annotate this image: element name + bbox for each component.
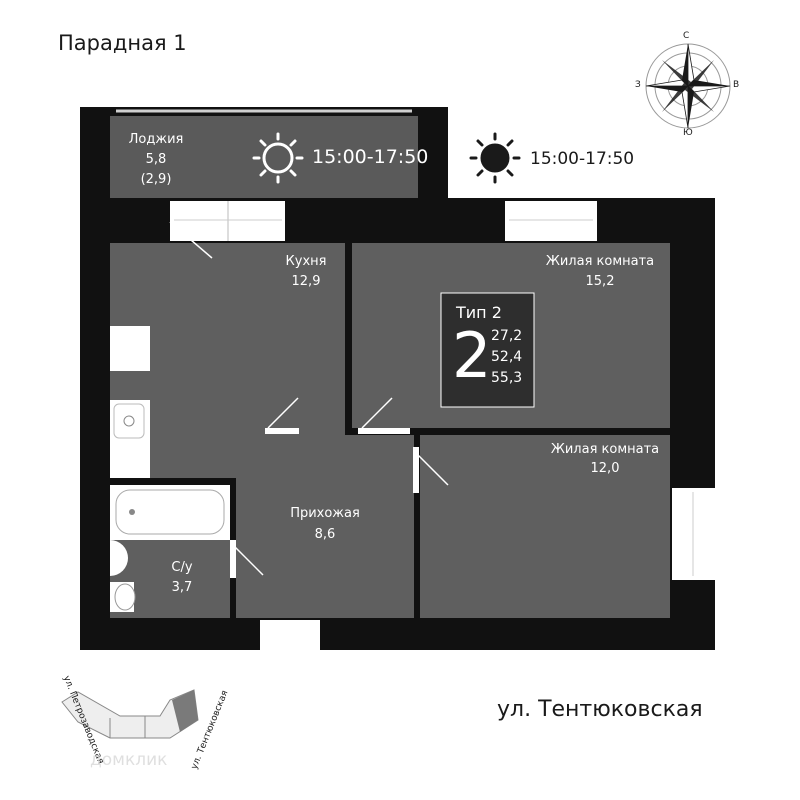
living-room-1-window [505, 201, 597, 241]
kitchen-door[interactable] [267, 397, 299, 429]
watermark: домклик [90, 750, 168, 770]
compass-west: З [635, 80, 641, 90]
kitchen-area: 12,9 [291, 274, 321, 289]
living-room-2-door[interactable] [417, 454, 449, 486]
site-plan-thumbnail [61, 689, 199, 739]
apartment-room-count: 2 [452, 319, 492, 392]
site-plan-highlight [172, 690, 198, 732]
kitchen-balcony-door[interactable] [169, 221, 213, 259]
entrance-opening [260, 620, 320, 650]
hallway-name: Прихожая [290, 506, 360, 521]
living-room-1-area: 15,2 [585, 274, 615, 289]
living-room-2-area: 12,0 [590, 461, 620, 476]
hallway-room[interactable] [236, 435, 414, 618]
compass-rose-icon [645, 43, 731, 129]
stove-icon [110, 326, 150, 371]
entrance-title: Парадная 1 [58, 31, 187, 55]
living-room-1-door[interactable] [361, 397, 393, 429]
loggia-area: 5,8 [145, 152, 167, 167]
sink-icon [110, 400, 150, 478]
bathroom-name: С/у [171, 560, 193, 575]
kitchen-name: Кухня [285, 254, 327, 269]
apartment-type-badge [440, 292, 535, 408]
living-room-1-name: Жилая комната [545, 254, 655, 269]
bathroom-area: 3,7 [171, 580, 193, 595]
bathtub-icon [110, 485, 230, 540]
total-with-loggia-value: 55,3 [491, 370, 523, 386]
total-area-value: 52,4 [491, 349, 523, 365]
loggia-reduced-area: (2,9) [140, 172, 172, 187]
washbasin-icon [110, 540, 128, 576]
apartment-type-label: Тип 2 [456, 303, 502, 322]
living-room-2[interactable] [420, 435, 670, 618]
compass-north: С [683, 31, 690, 41]
living-area-value: 27,2 [491, 328, 523, 344]
compass-east: В [733, 80, 740, 90]
bathroom-door[interactable] [232, 544, 264, 576]
loggia-name: Лоджия [128, 132, 184, 147]
entrance-door[interactable] [277, 649, 321, 691]
hallway-area: 8,6 [314, 527, 336, 542]
compass-south: Ю [683, 128, 693, 138]
living-room-2-name: Жилая комната [550, 442, 660, 457]
sun-icon-loggia [252, 132, 304, 184]
outside-sun-time: 15:00-17:50 [530, 149, 635, 169]
sun-icon-outside [469, 132, 521, 184]
street-label: ул. Тентюковская [497, 697, 703, 722]
loggia-sun-time: 15:00-17:50 [312, 146, 429, 168]
